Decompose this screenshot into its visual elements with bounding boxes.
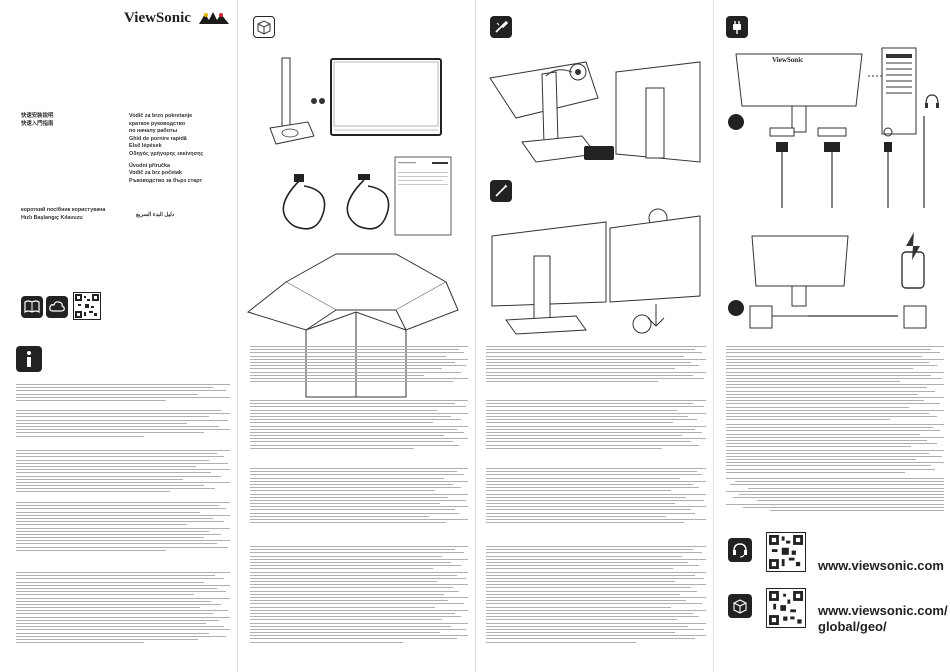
qr-code-pattern bbox=[75, 294, 99, 318]
cover-title-uk: короткий посібник користувача bbox=[21, 207, 106, 213]
cover-title-hu: Első lépések bbox=[129, 143, 162, 150]
package-contents-panel bbox=[238, 0, 475, 672]
connections-body-text-2 bbox=[726, 424, 944, 475]
cover-title-ru-2: по началу работы bbox=[129, 128, 178, 135]
support-icon bbox=[728, 538, 752, 562]
click-label-icon bbox=[584, 146, 614, 160]
support-url[interactable]: www.viewsonic.com bbox=[818, 558, 944, 573]
package-body-text-3 bbox=[250, 468, 468, 525]
screws-icon bbox=[311, 98, 325, 104]
cover-title-sr: Vodič za brz početak bbox=[129, 170, 182, 177]
back-brand-logo-text: ViewSonic bbox=[772, 56, 804, 64]
stand-attach-illustration bbox=[489, 61, 701, 163]
stand-body-text-4 bbox=[486, 546, 706, 645]
connections-panel: ViewSonic bbox=[714, 0, 950, 672]
cover-body-text-3 bbox=[16, 450, 230, 495]
cover-title-bg: Ръководство за бърз старт bbox=[129, 177, 203, 184]
cover-title-ro: Ghid de pornire rapidă bbox=[129, 135, 187, 142]
brand-logo: ViewSonic bbox=[124, 10, 191, 27]
package-body-text-2 bbox=[250, 400, 468, 451]
cover-titles-center: Vodič za brzo pokretanje краткое руковод… bbox=[129, 113, 234, 185]
cover-titles-bottom: короткий посібник користувача Hızlı Başl… bbox=[21, 207, 141, 222]
video-cable-icon bbox=[346, 174, 390, 230]
cover-body-text-2 bbox=[16, 410, 230, 439]
stand-body-text-1 bbox=[486, 346, 706, 384]
stand-illustration bbox=[269, 57, 315, 145]
cover-title-cs: Úvodní příručka bbox=[129, 162, 171, 169]
monitor-back-illustration bbox=[735, 47, 917, 135]
global-url-line1: www.viewsonic.com/ bbox=[818, 603, 948, 618]
headphones-icon bbox=[925, 94, 939, 108]
monitor-upright-illustration bbox=[491, 208, 701, 335]
back-brand-logo: ViewSonic bbox=[772, 56, 803, 64]
cover-title-zh-tw: 快速安裝說明 bbox=[21, 113, 54, 119]
box-icon bbox=[253, 16, 275, 38]
power-connection-illustration bbox=[728, 232, 927, 329]
cover-title-ru-1: краткое руководство bbox=[129, 120, 186, 127]
globe-box-glyph bbox=[733, 599, 747, 614]
cover-body-text-5 bbox=[16, 572, 230, 645]
connections-body-text-1 bbox=[726, 346, 944, 423]
qr-code-support-pattern bbox=[769, 535, 803, 569]
cover-title-zh-cn: 快速入門指南 bbox=[21, 120, 54, 127]
brand-logo-text: ViewSonic bbox=[124, 10, 191, 26]
stand-body-text-3 bbox=[486, 468, 706, 525]
plug-glyph bbox=[733, 21, 741, 34]
divider-3 bbox=[713, 0, 714, 672]
cover-title-ar: دليل البدء السريع bbox=[136, 212, 175, 218]
cover-title-hr: Vodič za brzo pokretanje bbox=[129, 113, 193, 119]
cover-titles-left: 快速安裝說明 快速入門指南 bbox=[21, 113, 101, 128]
connections-body-text-arabic bbox=[726, 478, 944, 513]
ports-illustration bbox=[728, 114, 925, 208]
support-glyph bbox=[733, 543, 747, 558]
stand-body-text-2 bbox=[486, 400, 706, 451]
screwdriver-glyph bbox=[495, 20, 509, 33]
cover-body-text-1 bbox=[16, 384, 230, 403]
divider-2 bbox=[475, 0, 476, 672]
cloud-icon bbox=[46, 296, 68, 318]
divider-1 bbox=[237, 0, 238, 672]
box-glyph bbox=[257, 20, 271, 35]
package-body-text-1 bbox=[250, 346, 468, 384]
info-glyph bbox=[27, 351, 31, 367]
power-cable-icon bbox=[282, 174, 326, 230]
birds-logo-icon bbox=[199, 12, 229, 24]
stand-installation-panel bbox=[476, 0, 713, 672]
monitor-illustration bbox=[330, 58, 442, 136]
global-url-line2: global/geo/ bbox=[818, 619, 887, 634]
package-body-text-4 bbox=[250, 546, 468, 645]
book-glyph bbox=[24, 300, 40, 314]
qr-code-global-pattern bbox=[769, 591, 803, 625]
wrench-glyph bbox=[495, 184, 508, 197]
cloud-glyph bbox=[49, 301, 65, 312]
cover-panel: ViewSonic 快速安裝說明 快速入門指南 Vodič za brzo po… bbox=[0, 0, 237, 672]
cover-title-tr: Hızlı Başlangıç Kılavuzu bbox=[21, 214, 83, 221]
quick-guide-booklet bbox=[394, 156, 452, 236]
cover-body-text-4 bbox=[16, 502, 230, 553]
cover-title-el: Οδηγός γρήγορης εκκίνησης bbox=[129, 150, 204, 157]
global-url[interactable]: www.viewsonic.com/ global/geo/ bbox=[818, 603, 948, 635]
